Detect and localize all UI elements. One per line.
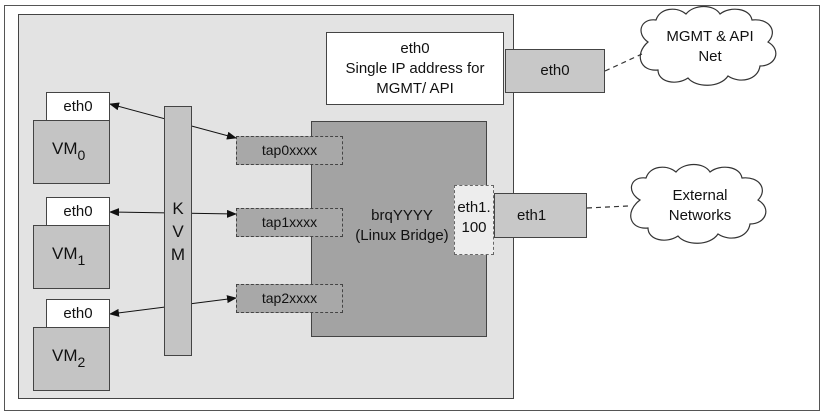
host-eth1-label: eth1 xyxy=(517,207,547,224)
kvm-letter-k: K xyxy=(172,199,184,218)
tap0-interface: tap0xxxx xyxy=(236,136,343,165)
mgmt-eth0-box: eth0 Single IP address for MGMT/ API xyxy=(326,32,504,105)
vm0-label: VM0 xyxy=(52,139,85,163)
bridge-port-line2: 100 xyxy=(461,219,487,236)
bridge-vlan-port: eth1. 100 xyxy=(454,185,494,255)
mgmt-cloud-label: MGMT & API Net xyxy=(660,27,760,67)
external-cloud-line1: External xyxy=(672,187,728,204)
external-cloud-shape xyxy=(630,163,767,244)
external-cloud-line2: Networks xyxy=(668,207,732,224)
mgmt-line3: MGMT/ API xyxy=(376,80,454,97)
vm1-eth0: eth0 xyxy=(46,197,110,226)
eth0-to-mgmt-link xyxy=(604,53,643,72)
tap2-interface: tap2xxxx xyxy=(236,284,343,313)
bridge-port-line1: eth1. xyxy=(457,199,491,216)
mgmt-cloud-line2: Net xyxy=(698,48,722,65)
tap1-interface: tap1xxxx xyxy=(236,208,343,237)
mgmt-cloud-line1: MGMT & API xyxy=(666,28,754,45)
tap2-label: tap2xxxx xyxy=(261,290,318,306)
kvm-letter-m: M xyxy=(170,245,186,264)
vm2-name: VM xyxy=(52,346,78,365)
vm0-eth0-label: eth0 xyxy=(63,98,93,115)
vm1: VM1 xyxy=(33,225,110,289)
external-cloud-label: External Networks xyxy=(650,186,750,226)
bridge-name: brqYYYY xyxy=(371,207,433,224)
eth1-to-external-link xyxy=(586,205,629,209)
vm2-eth0: eth0 xyxy=(46,299,110,328)
mgmt-cloud-shape xyxy=(639,5,777,86)
vm1-index: 1 xyxy=(77,252,86,268)
kvm-hypervisor: K V M xyxy=(164,106,192,356)
vm0-index: 0 xyxy=(77,147,86,163)
mgmt-line1: eth0 xyxy=(400,40,430,57)
bridge-type: (Linux Bridge) xyxy=(355,227,449,244)
vm1-eth0-label: eth0 xyxy=(63,203,93,220)
tap1-label: tap1xxxx xyxy=(261,214,318,230)
host-eth0-label: eth0 xyxy=(540,62,570,79)
vm0-name: VM xyxy=(52,139,78,158)
tap0-label: tap0xxxx xyxy=(261,142,318,158)
vm2-eth0-label: eth0 xyxy=(63,305,93,322)
kvm-letter-v: V xyxy=(172,222,184,241)
host-eth1-interface: eth1 xyxy=(494,193,587,238)
vm2-label: VM2 xyxy=(52,346,85,370)
vm1-label: VM1 xyxy=(52,244,85,268)
vm0-eth0: eth0 xyxy=(46,92,110,121)
host-eth0-interface: eth0 xyxy=(505,49,605,93)
vm0: VM0 xyxy=(33,120,110,184)
mgmt-line2: Single IP address for xyxy=(345,60,485,77)
vm2-index: 2 xyxy=(77,354,86,370)
vm2: VM2 xyxy=(33,327,110,391)
vm1-name: VM xyxy=(52,244,78,263)
